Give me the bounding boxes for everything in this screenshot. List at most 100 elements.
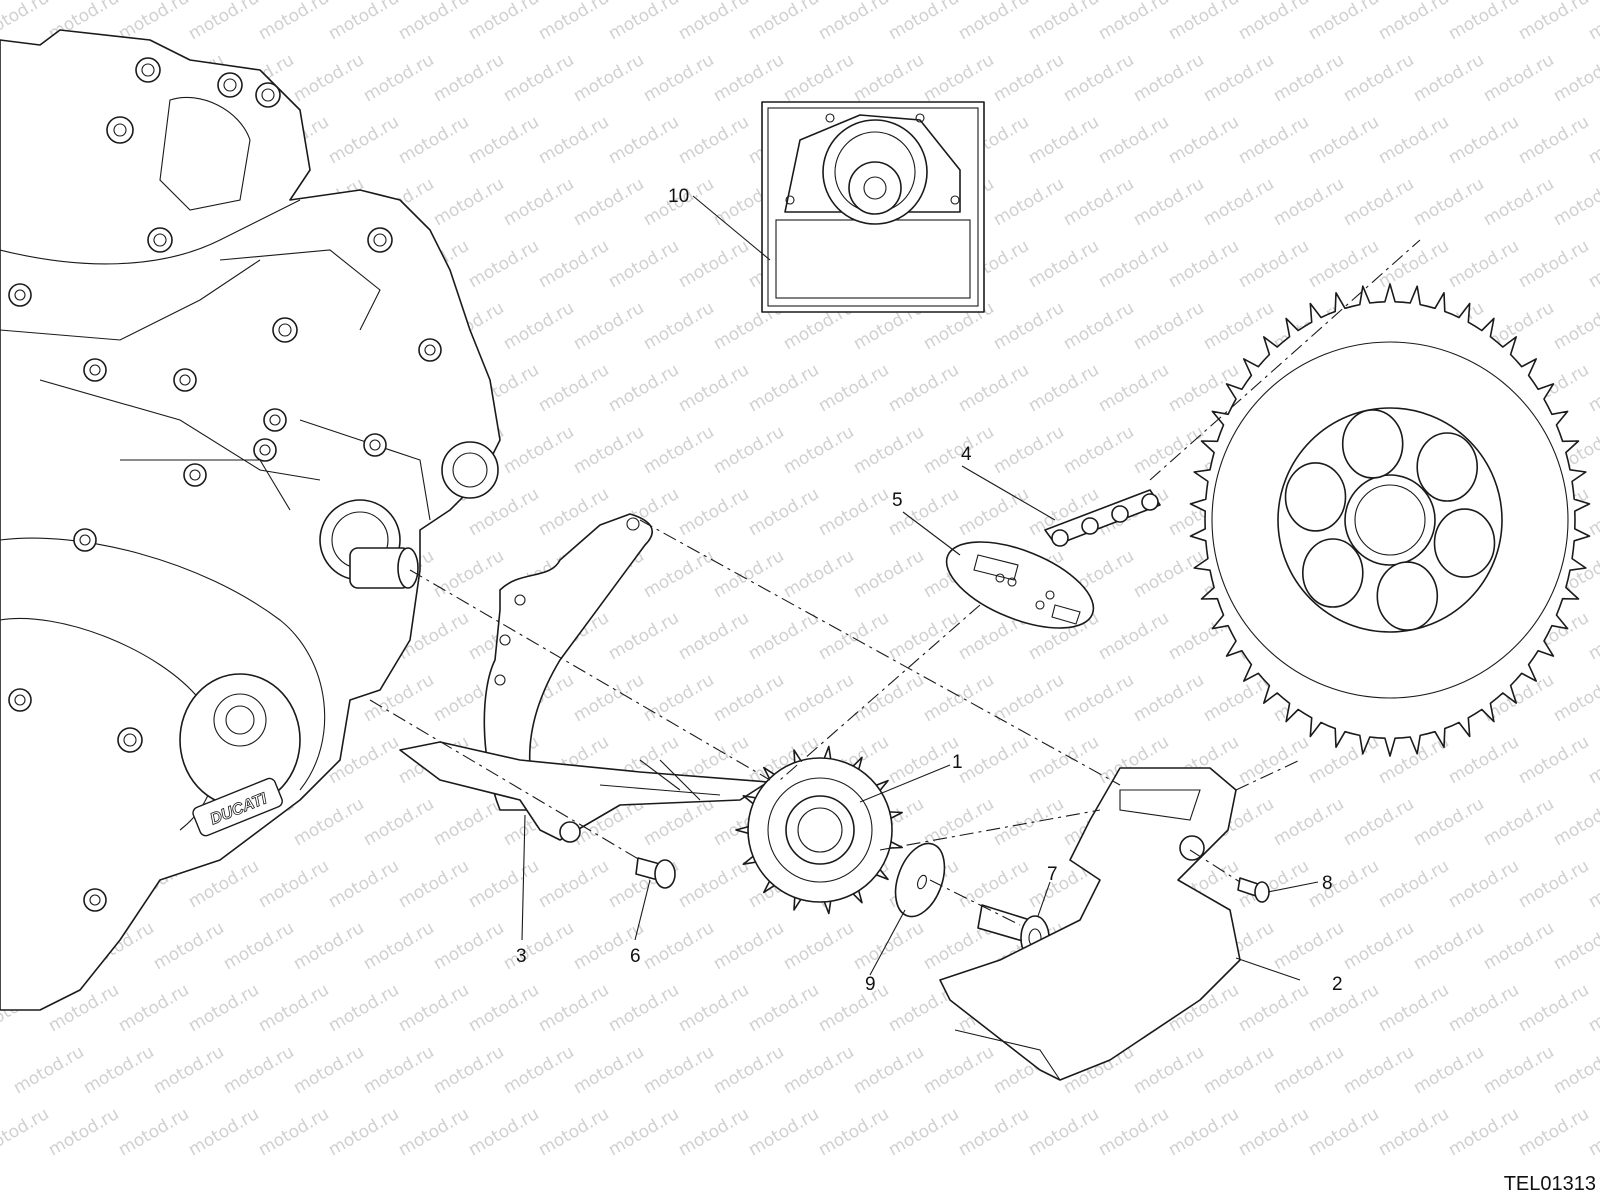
watermark-text: motod.ru bbox=[150, 1042, 228, 1098]
watermark-text: motod.ru bbox=[815, 980, 893, 1036]
watermark-text: motod.ru bbox=[360, 794, 438, 850]
watermark-text: motod.ru bbox=[1340, 918, 1418, 974]
watermark-text: motod.ru bbox=[255, 0, 333, 44]
rear-sprocket-hole bbox=[1302, 538, 1364, 608]
watermark-text: motod.ru bbox=[1270, 918, 1348, 974]
watermark-text: motod.ru bbox=[605, 0, 683, 44]
watermark-text: motod.ru bbox=[430, 50, 508, 106]
watermark-text: motod.ru bbox=[1235, 1104, 1313, 1160]
watermark-text: motod.ru bbox=[815, 0, 893, 44]
watermark-text: motod.ru bbox=[1200, 174, 1278, 230]
watermark-text: motod.ru bbox=[185, 980, 263, 1036]
watermark-text: motod.ru bbox=[465, 112, 543, 168]
watermark-text: motod.ru bbox=[990, 794, 1068, 850]
watermark-text: motod.ru bbox=[710, 546, 788, 602]
watermark-text: motod.ru bbox=[745, 1104, 823, 1160]
watermark-text: motod.ru bbox=[640, 670, 718, 726]
watermark-text: motod.ru bbox=[850, 670, 928, 726]
watermark-text: motod.ru bbox=[640, 1042, 718, 1098]
watermark-text: motod.ru bbox=[325, 856, 403, 912]
watermark-text: motod.ru bbox=[1550, 174, 1600, 230]
watermark-text: motod.ru bbox=[360, 50, 438, 106]
watermark-text: motod.ru bbox=[1305, 732, 1383, 788]
watermark-text: motod.ru bbox=[1235, 732, 1313, 788]
watermark-text: motod.ru bbox=[710, 50, 788, 106]
callout-5: 5 bbox=[892, 490, 903, 511]
watermark-text: motod.ru bbox=[1340, 174, 1418, 230]
watermark-text: motod.ru bbox=[780, 670, 858, 726]
watermark-text: motod.ru bbox=[1270, 1042, 1348, 1098]
watermark-text: motod.ru bbox=[1025, 236, 1103, 292]
watermark-text: motod.ru bbox=[325, 112, 403, 168]
watermark-text: motod.ru bbox=[745, 608, 823, 664]
clutch-cover bbox=[179, 673, 301, 807]
watermark-text: motod.ru bbox=[290, 918, 368, 974]
watermark-text: motod.ru bbox=[990, 670, 1068, 726]
watermark-text: motod.ru bbox=[1410, 50, 1488, 106]
watermark-text: motod.ru bbox=[850, 422, 928, 478]
watermark-text: motod.ru bbox=[1025, 360, 1103, 416]
watermark-text: motod.ru bbox=[1515, 980, 1593, 1036]
part-3-chain-guide bbox=[399, 513, 769, 843]
watermark-text: motod.ru bbox=[1130, 670, 1208, 726]
watermark-text: motod.ru bbox=[570, 50, 648, 106]
watermark-text: motod.ru bbox=[1305, 236, 1383, 292]
watermark-text: motod.ru bbox=[1270, 174, 1348, 230]
watermark-text: motod.ru bbox=[535, 112, 613, 168]
watermark-text: motod.ru bbox=[815, 484, 893, 540]
watermark-text: motod.ru bbox=[1060, 422, 1138, 478]
watermark-text: motod.ru bbox=[780, 50, 858, 106]
watermark-text: motod.ru bbox=[1095, 1104, 1173, 1160]
watermark-text: motod.ru bbox=[920, 422, 998, 478]
watermark-text: motod.ru bbox=[395, 980, 473, 1036]
callout-1: 1 bbox=[952, 752, 963, 773]
watermark-text: motod.ru bbox=[1060, 50, 1138, 106]
watermark-text: motod.ru bbox=[1445, 0, 1523, 44]
watermark-text: motod.ru bbox=[1515, 856, 1593, 912]
watermark-text: motod.ru bbox=[850, 50, 928, 106]
watermark-text: motod.ru bbox=[290, 50, 368, 106]
watermark-text: motod.ru bbox=[395, 1104, 473, 1160]
watermark-text: motod.ru bbox=[500, 298, 578, 354]
watermark-text: motod.ru bbox=[1375, 112, 1453, 168]
watermark-text: motod.ru bbox=[780, 422, 858, 478]
watermark-text: motod.ru bbox=[360, 1042, 438, 1098]
watermark-text: motod.ru bbox=[1445, 980, 1523, 1036]
watermark-text: motod.ru bbox=[500, 1042, 578, 1098]
watermark-text: motod.ru bbox=[920, 670, 998, 726]
watermark-text: motod.ru bbox=[955, 0, 1033, 44]
watermark-text: motod.ru bbox=[1375, 1104, 1453, 1160]
watermark-text: motod.ru bbox=[0, 0, 53, 44]
watermark-text: motod.ru bbox=[1130, 546, 1208, 602]
watermark-text: motod.ru bbox=[1445, 732, 1523, 788]
watermark-text: motod.ru bbox=[1550, 50, 1600, 106]
watermark-text: motod.ru bbox=[500, 422, 578, 478]
watermark-text: motod.ru bbox=[325, 0, 403, 44]
rear-sprocket-hole bbox=[1416, 432, 1478, 502]
watermark-text: motod.ru bbox=[1165, 1104, 1243, 1160]
watermark-text: motod.ru bbox=[990, 422, 1068, 478]
watermark-text: motod.ru bbox=[815, 360, 893, 416]
watermark-text: motod.ru bbox=[640, 298, 718, 354]
watermark-text: motod.ru bbox=[990, 298, 1068, 354]
watermark-text: motod.ru bbox=[1095, 608, 1173, 664]
watermark-text: motod.ru bbox=[1025, 732, 1103, 788]
watermark-text: motod.ru bbox=[920, 50, 998, 106]
reference-code: TEL01313 bbox=[1504, 1173, 1596, 1195]
watermark-text: motod.ru bbox=[745, 484, 823, 540]
rear-sprocket-hole bbox=[1376, 561, 1439, 631]
watermark-text: motod.ru bbox=[1200, 50, 1278, 106]
watermark-text: motod.ru bbox=[1375, 980, 1453, 1036]
watermark-text: motod.ru bbox=[255, 856, 333, 912]
watermark-text: motod.ru bbox=[1410, 174, 1488, 230]
watermark-text: motod.ru bbox=[1550, 918, 1600, 974]
watermark-text: motod.ru bbox=[815, 608, 893, 664]
watermark-text: motod.ru bbox=[1270, 50, 1348, 106]
watermark-text: motod.ru bbox=[955, 1104, 1033, 1160]
watermark-text: motod.ru bbox=[45, 1104, 123, 1160]
watermark-text: motod.ru bbox=[1305, 856, 1383, 912]
watermark-text: motod.ru bbox=[465, 236, 543, 292]
watermark-text: motod.ru bbox=[710, 670, 788, 726]
watermark-text: motod.ru bbox=[745, 0, 823, 44]
